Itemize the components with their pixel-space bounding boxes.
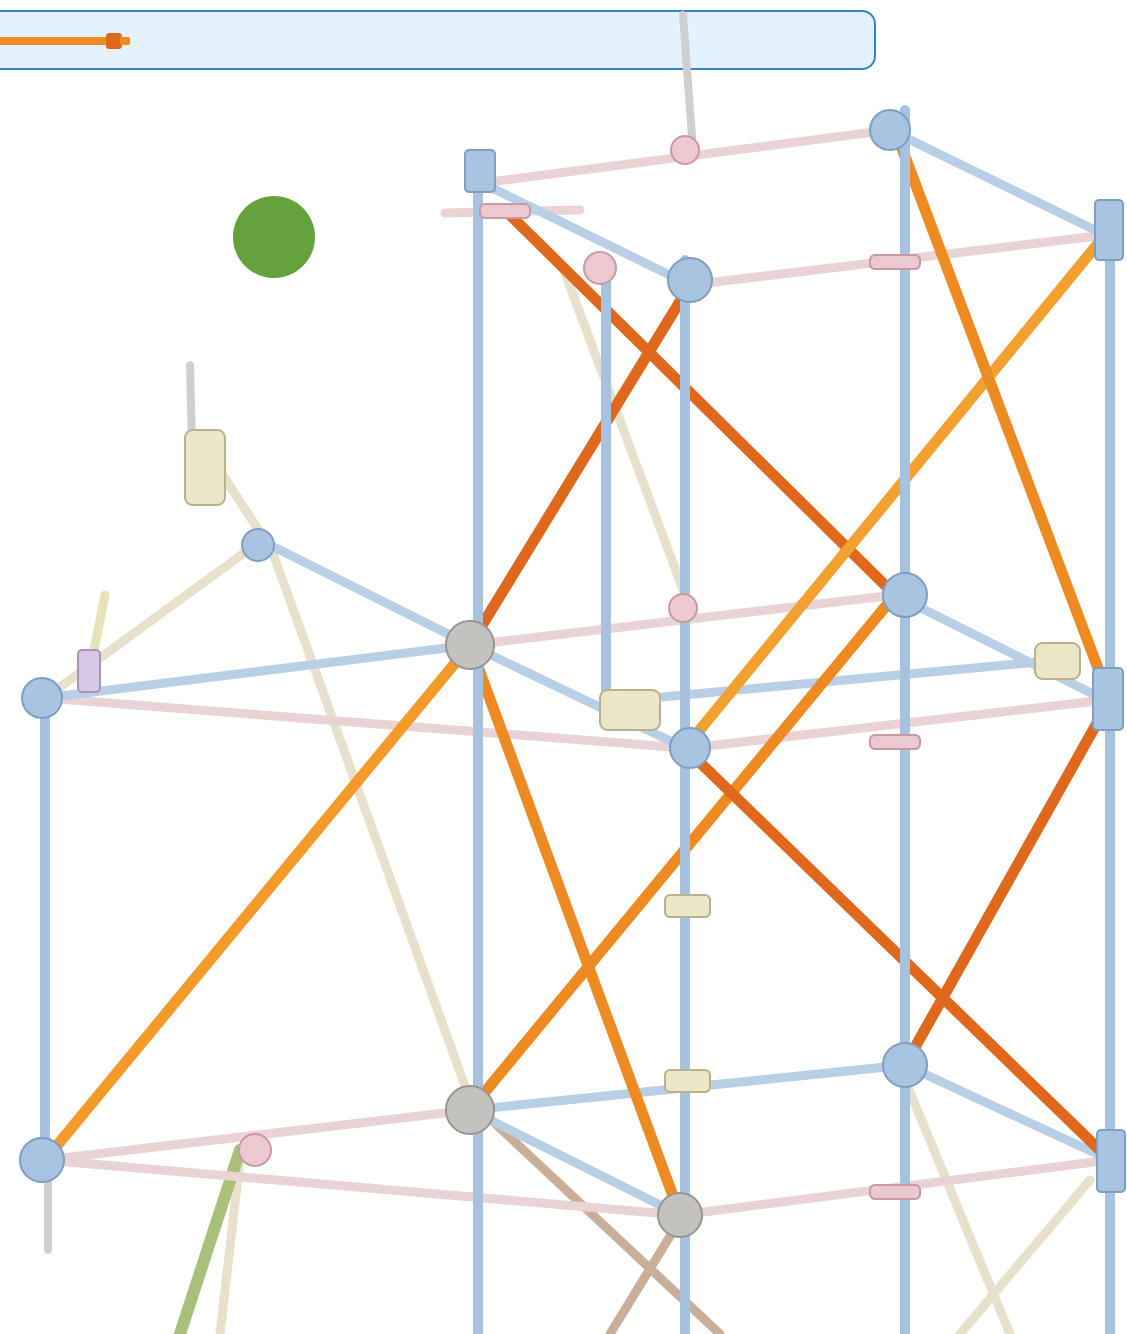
parts-callout	[0, 10, 876, 70]
white-rods	[40, 260, 1095, 1334]
green-rod	[174, 1144, 246, 1334]
connectors	[19, 109, 1126, 1238]
step-number-badge	[233, 196, 315, 278]
orange-rod-icon	[0, 33, 130, 49]
tan-rods	[465, 1095, 725, 1334]
blue-vertical-rods	[40, 105, 1115, 1334]
light-blue-rods	[40, 125, 1115, 1220]
